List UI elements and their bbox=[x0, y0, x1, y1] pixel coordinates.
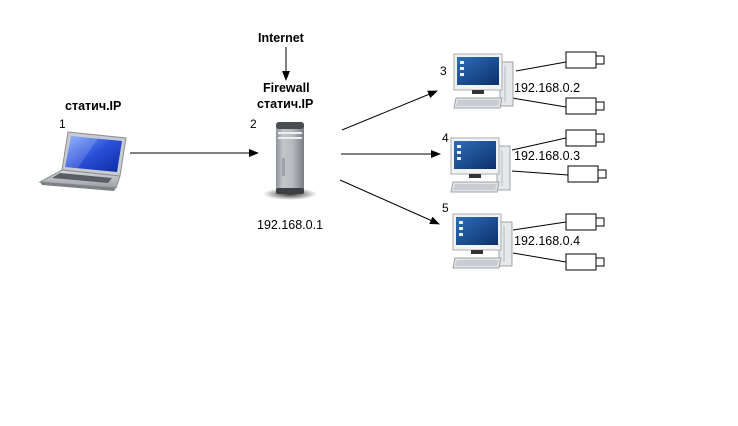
desktop-pc-icon[interactable] bbox=[452, 52, 518, 110]
cable-pc3-cam-b bbox=[511, 97, 567, 108]
edge-firewall-pc3 bbox=[341, 90, 438, 131]
pc4-ip-label: 192.168.0.3 bbox=[514, 149, 581, 163]
camera-icon bbox=[565, 213, 605, 231]
laptop-icon[interactable] bbox=[38, 128, 128, 192]
desktop-pc-icon[interactable] bbox=[449, 136, 515, 194]
node-number-3: 3 bbox=[440, 64, 447, 78]
camera-icon bbox=[565, 253, 605, 271]
pc5-ip-label: 192.168.0.4 bbox=[514, 234, 581, 248]
camera-icon bbox=[565, 97, 605, 115]
cable-pc5-cam-b bbox=[512, 252, 567, 263]
internet-label: Internet bbox=[258, 31, 304, 45]
camera-icon bbox=[567, 165, 607, 183]
firewall-ip-label: 192.168.0.1 bbox=[257, 218, 324, 232]
desktop-pc-icon[interactable] bbox=[451, 212, 517, 270]
edge-firewall-pc5 bbox=[339, 179, 440, 225]
cable-pc5-cam-a bbox=[512, 221, 567, 231]
firewall-static-ip-label: статич.IP bbox=[257, 97, 314, 111]
node-number-4: 4 bbox=[442, 131, 449, 145]
cable-pc4-cam-b bbox=[511, 170, 569, 176]
pc3-ip-label: 192.168.0.2 bbox=[514, 81, 581, 95]
laptop-static-ip-label: статич.IP bbox=[65, 99, 122, 113]
cable-pc4-cam-a bbox=[511, 137, 567, 151]
node-number-5: 5 bbox=[442, 201, 449, 215]
node-number-2: 2 bbox=[250, 117, 257, 131]
camera-icon bbox=[565, 51, 605, 69]
server-icon[interactable] bbox=[262, 120, 318, 200]
cable-pc3-cam-a bbox=[515, 61, 567, 72]
node-number-1: 1 bbox=[59, 117, 66, 131]
firewall-label: Firewall bbox=[263, 81, 310, 95]
camera-icon bbox=[565, 129, 605, 147]
